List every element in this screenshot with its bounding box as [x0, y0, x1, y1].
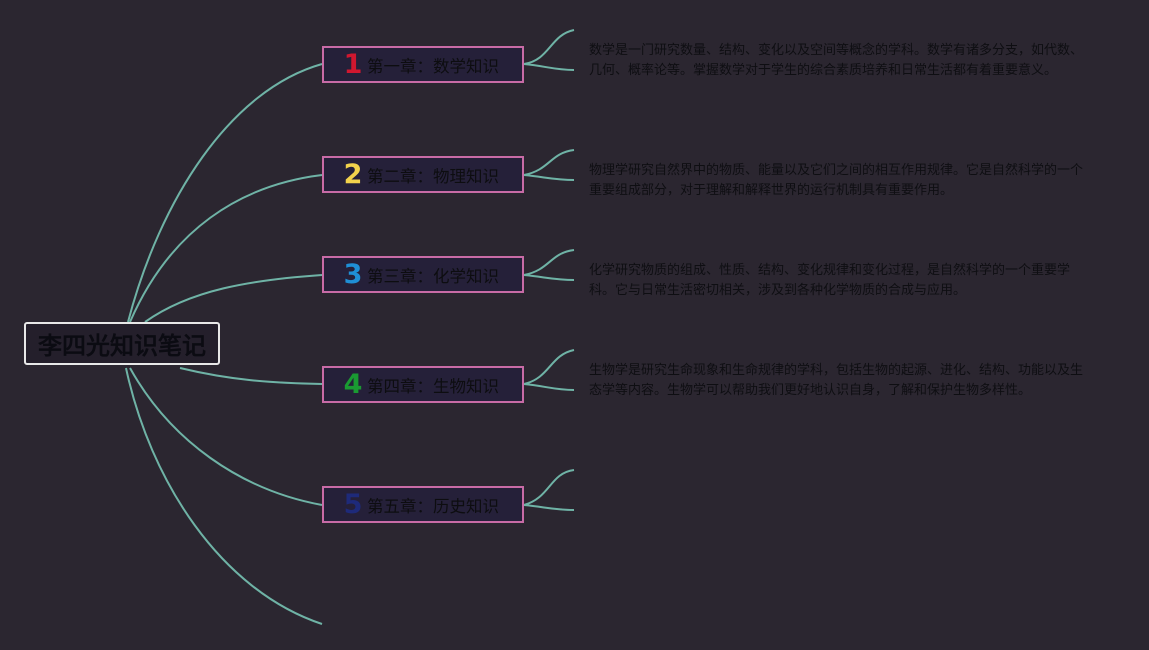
link-chapter-1-top	[523, 29, 575, 65]
chapter-node-3[interactable]: 3 第三章：化学知识	[322, 256, 524, 293]
link-chapter-4-top	[523, 349, 575, 385]
link-root-chapter-1	[127, 63, 323, 323]
root-title: 李四光知识笔记	[38, 332, 206, 360]
chapter-number-5: 5	[343, 489, 363, 520]
link-chapter-4-bottom	[523, 383, 575, 391]
link-chapter-2-bottom	[523, 174, 575, 181]
link-chapter-5-top	[523, 469, 575, 506]
link-chapter-1-bottom	[523, 63, 575, 71]
link-chapter-3-top	[523, 249, 575, 276]
link-root-chapter-5	[129, 367, 323, 506]
chapter-description-4: 生物学是研究生命现象和生命规律的学科，包括生物的起源、进化、结构、功能以及生态学…	[589, 363, 1084, 398]
chapter-number-3: 3	[343, 259, 363, 290]
chapter-label-3: 第三章：化学知识	[367, 266, 499, 286]
chapter-label-4: 第四章：生物知识	[367, 376, 499, 396]
chapter-number-4: 4	[343, 369, 363, 400]
link-root-chapter-2	[129, 174, 323, 323]
chapter-number-1: 1	[343, 49, 363, 80]
root-node[interactable]: 李四光知识笔记	[24, 322, 220, 365]
chapter-node-1[interactable]: 1 第一章：数学知识	[322, 46, 524, 83]
link-chapter-5-bottom	[523, 504, 575, 511]
chapter-label-5: 第五章：历史知识	[367, 496, 499, 516]
link-chapter-3-bottom	[523, 274, 575, 281]
chapter-node-5[interactable]: 5 第五章：历史知识	[322, 486, 524, 523]
link-root-chapter-4	[179, 367, 323, 385]
chapter-label-1: 第一章：数学知识	[367, 56, 499, 76]
chapter-label-2: 第二章：物理知识	[367, 166, 499, 186]
chapter-number-2: 2	[343, 159, 363, 190]
link-root-chapter-3	[144, 274, 323, 323]
chapter-node-2[interactable]: 2 第二章：物理知识	[322, 156, 524, 193]
chapter-description-2: 物理学研究自然界中的物质、能量以及它们之间的相互作用规律。它是自然科学的一个重要…	[589, 163, 1084, 198]
link-chapter-2-top	[523, 149, 575, 176]
link-root-extra	[125, 367, 323, 625]
chapter-description-3: 化学研究物质的组成、性质、结构、变化规律和变化过程，是自然科学的一个重要学科。它…	[589, 263, 1071, 298]
chapter-description-1: 数学是一门研究数量、结构、变化以及空间等概念的学科。数学有诸多分支，如代数、几何…	[589, 43, 1084, 78]
chapter-node-4[interactable]: 4 第四章：生物知识	[322, 366, 524, 403]
